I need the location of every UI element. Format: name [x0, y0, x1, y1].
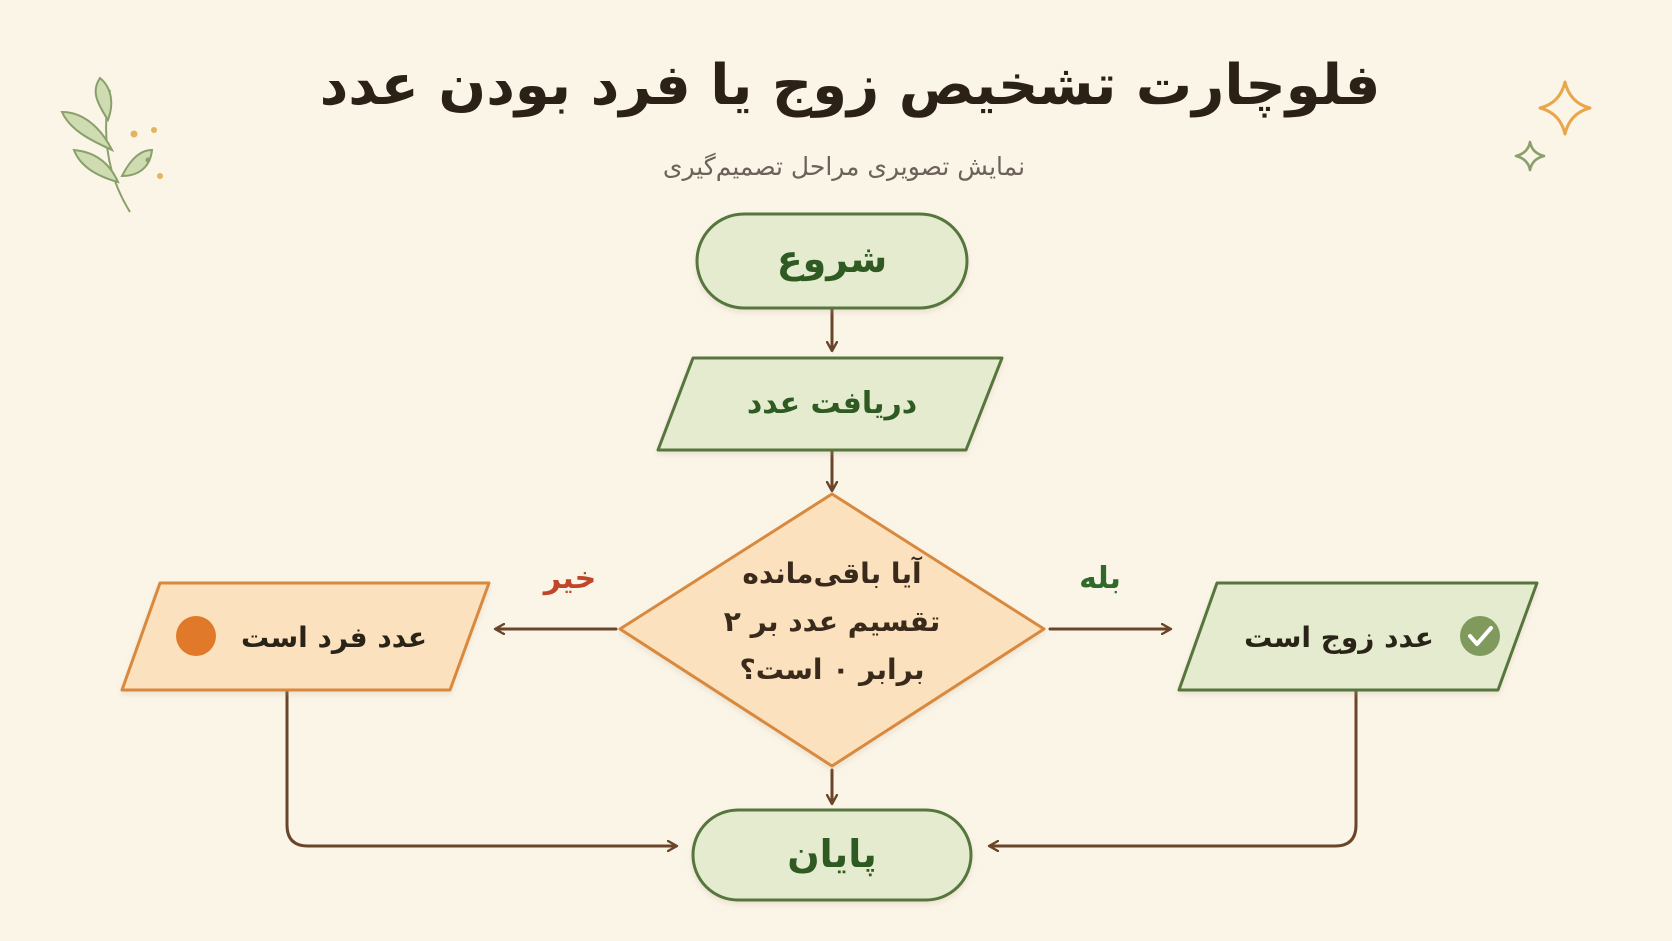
page-subtitle: نمایش تصویری مراحل تصمیم‌گیری [663, 152, 1025, 182]
input-label: دریافت عدد [747, 386, 917, 421]
orange-dot-icon [176, 616, 216, 656]
connectors [285, 306, 1358, 846]
odd-result-node [120, 581, 491, 692]
decision-label-line3: برابر ۰ است؟ [739, 653, 924, 686]
decision-label-line2: تقسیم عدد بر ۲ [724, 605, 940, 638]
decision-label-line1: آیا باقی‌مانده [742, 556, 923, 590]
end-node [691, 808, 973, 902]
yes-edge-label: بله [1079, 561, 1121, 596]
sparkle-decoration-icon [1514, 80, 1592, 172]
start-label: شروع [777, 237, 888, 282]
start-node [695, 212, 969, 310]
page-title: فلوچارت تشخیص زوج یا فرد بودن عدد [320, 53, 1381, 118]
no-edge-label: خیر [542, 561, 597, 596]
arrow-even-to-end [990, 690, 1358, 846]
decision-node [618, 492, 1046, 768]
even-result-node [1177, 581, 1539, 692]
end-label: پایان [787, 832, 877, 876]
leaf-sprig-decoration-icon [60, 76, 163, 213]
odd-result-label: عدد فرد است [241, 621, 427, 654]
check-circle-icon [1460, 616, 1500, 656]
input-node [656, 356, 1004, 452]
even-result-label: عدد زوج است [1244, 621, 1434, 655]
arrow-odd-to-end [285, 690, 676, 846]
